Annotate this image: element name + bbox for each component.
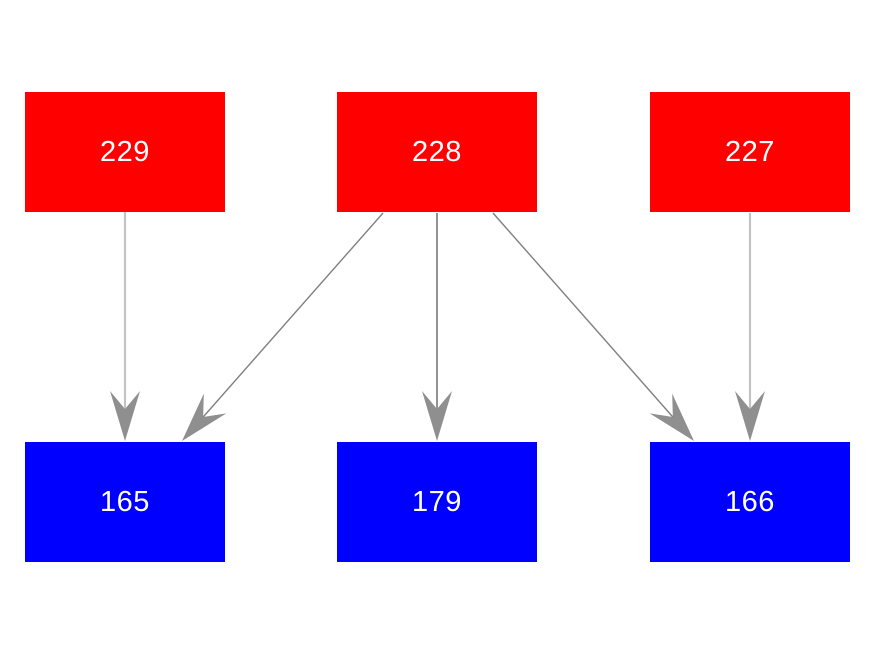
graph-node-228[interactable]: 228	[337, 92, 537, 212]
graph-node-166[interactable]: 166	[650, 442, 850, 562]
edge-line	[492, 212, 676, 420]
edge-228-165	[182, 212, 384, 441]
edge-228-179	[422, 213, 452, 441]
arrowhead-icon	[649, 393, 694, 441]
edge-227-166	[735, 213, 765, 441]
node-label: 227	[725, 135, 775, 168]
edge-line	[200, 212, 384, 420]
graph-node-229[interactable]: 229	[25, 92, 225, 212]
arrowhead-icon	[422, 391, 452, 441]
node-label: 166	[725, 485, 775, 518]
arrowhead-icon	[182, 393, 227, 441]
graph-node-227[interactable]: 227	[650, 92, 850, 212]
edge-228-166	[492, 212, 694, 441]
node-label: 228	[412, 135, 462, 168]
edge-229-165	[110, 212, 140, 441]
graph-node-165[interactable]: 165	[25, 442, 225, 562]
graph-node-179[interactable]: 179	[337, 442, 537, 562]
node-label: 179	[412, 485, 462, 518]
arrowhead-icon	[735, 391, 765, 441]
node-label: 229	[100, 135, 150, 168]
node-label: 165	[100, 485, 150, 518]
arrowhead-icon	[110, 391, 140, 441]
